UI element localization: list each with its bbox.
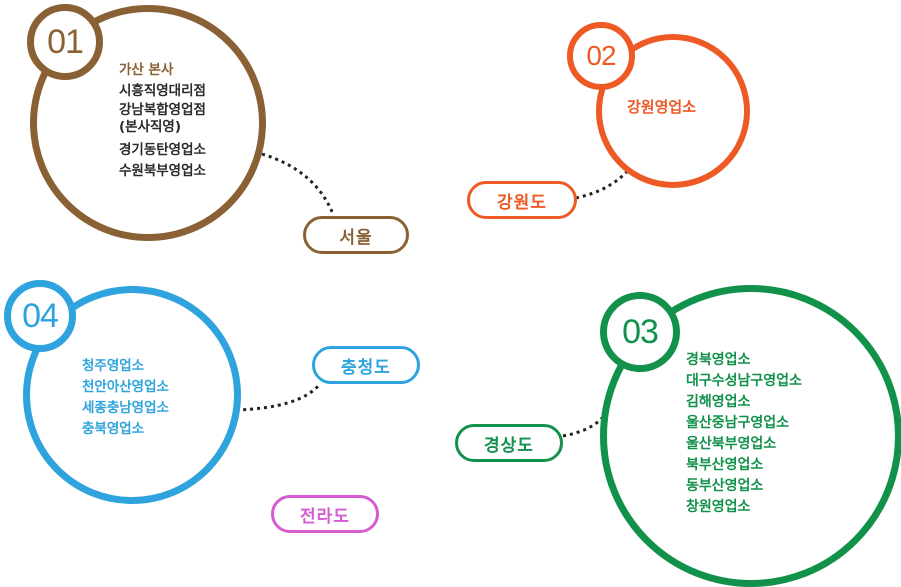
chungcheong-number-badge: 04 [4,280,76,352]
seoul-region-label: 서울 [303,216,409,254]
list-item: 수원북부영업소 [119,163,206,179]
gangwon-region-label: 강원도 [467,181,577,219]
list-item: 김해영업소 [686,394,751,410]
list-item: 청주영업소 [82,358,145,374]
list-item: 천안아산영업소 [82,379,169,395]
gyeongsang-label-text: 경상도 [484,435,534,456]
chungcheong-office-list: 청주영업소 천안아산영업소 세종충남영업소 충북영업소 [82,356,169,440]
list-item: 강원영업소 [627,98,697,116]
chungcheong-connector [235,383,322,412]
seoul-number-badge: 01 [27,4,103,80]
gyeongsang-connector [562,412,608,438]
gangwon-connector [575,167,632,200]
gangwon-number: 02 [586,40,616,71]
seoul-number: 01 [47,22,84,61]
list-item: 창원영업소 [686,499,751,515]
chungcheong-region-label: 충청도 [312,346,420,384]
list-item: 북부산영업소 [686,457,764,473]
gangwon-office-list: 강원영업소 [627,97,696,118]
seoul-label-text: 서울 [339,227,373,248]
list-item: 경기동탄영업소 [119,142,206,158]
list-item: 대구수성남구영업소 [686,373,802,389]
list-item: 울산중남구영업소 [686,415,790,431]
gyeongsang-office-list: 경북영업소 대구수성남구영업소 김해영업소 울산중남구영업소 울산북부영업소 북… [686,350,802,518]
jeolla-label-text: 전라도 [300,506,350,527]
gangwon-label-text: 강원도 [497,192,547,213]
gyeongsang-region-label: 경상도 [455,424,563,462]
gyeongsang-number: 03 [622,312,659,351]
list-item: (본사직영) [119,119,182,135]
list-item: 가산 본사 [119,62,174,78]
list-item: 동부산영업소 [686,478,764,494]
list-item: 강남복합영업점 [119,102,206,118]
seoul-circle [30,5,266,241]
seoul-office-list: 가산 본사 시흥직영대리점 강남복합영업점 (본사직영) 경기동탄영업소 수원북… [119,60,206,182]
list-item: 시흥직영대리점 [119,83,206,99]
gangwon-number-badge: 02 [567,22,635,90]
chungcheong-number: 04 [22,296,59,335]
list-item: 충북영업소 [82,421,145,437]
chungcheong-label-text: 충청도 [341,357,391,378]
list-item: 경북영업소 [686,352,751,368]
list-item: 세종충남영업소 [82,400,169,416]
gyeongsang-number-badge: 03 [600,292,680,372]
list-item: 울산북부영업소 [686,436,777,452]
seoul-connector [261,152,335,215]
jeolla-region-label: 전라도 [271,495,379,533]
